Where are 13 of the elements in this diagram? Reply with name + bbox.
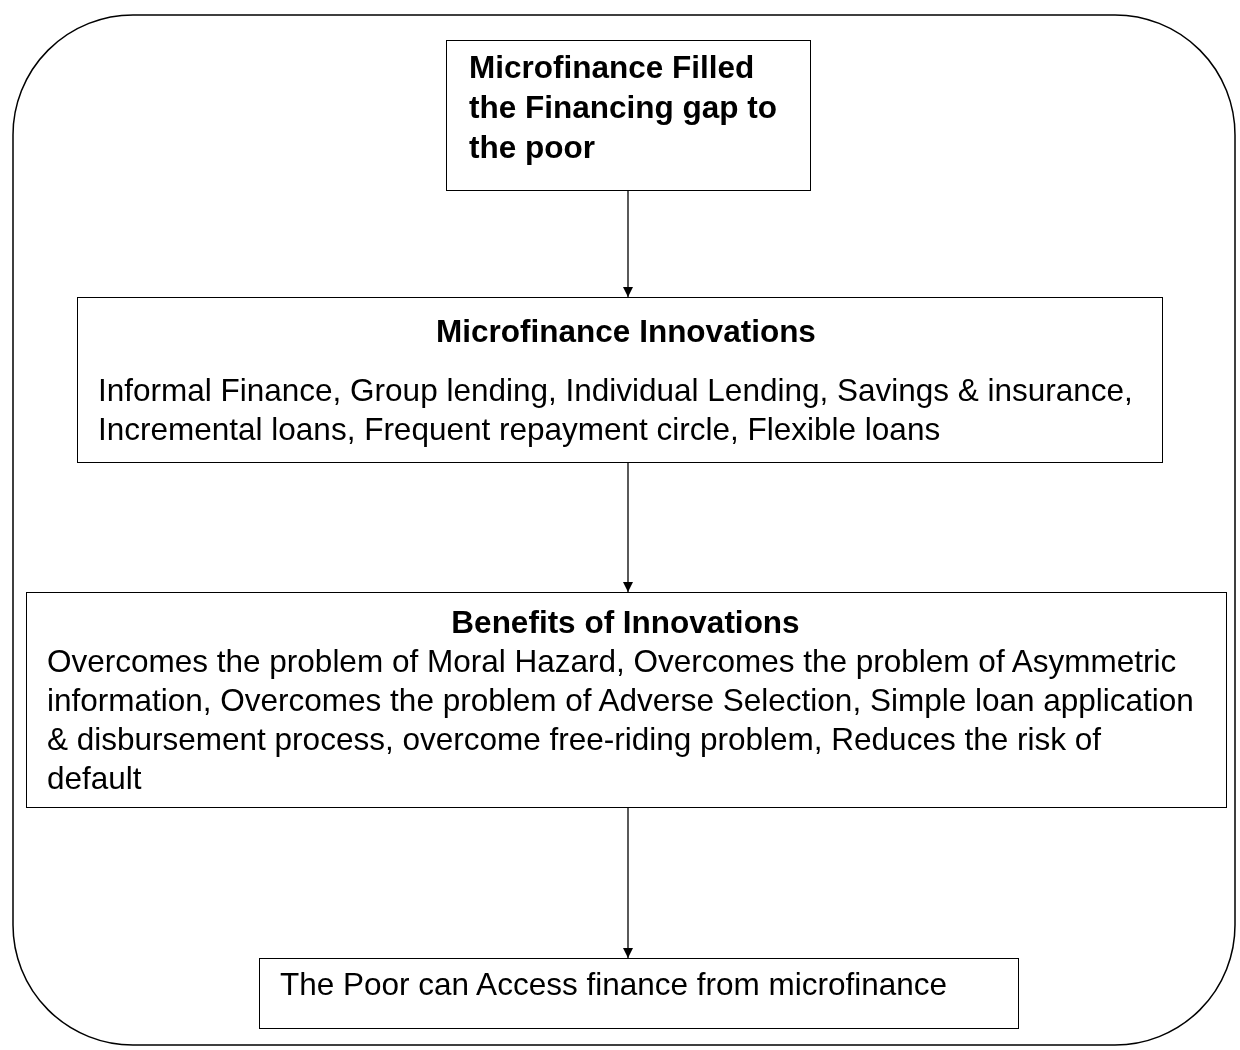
process-box <box>26 592 1227 808</box>
box-heading: Benefits of Innovations <box>450 603 801 642</box>
arrow <box>623 807 633 959</box>
box-text: The Poor can Access finance from microfinance <box>280 965 949 1004</box>
arrow <box>623 190 633 298</box>
arrow <box>623 462 633 593</box>
box-body-text: Overcomes the problem of Moral Hazard, Overcomes the problem of Asymmetric information, Overcomes the problem of Adverse Selection, Simple loan application & disbursement process, overcome free-riding problem, Reduces the risk of default <box>47 642 1195 798</box>
box-heading: Microfinance Innovations <box>435 312 817 351</box>
process-box <box>446 40 811 191</box>
box-body-text: Informal Finance, Group lending, Individual Lending, Savings & insurance, Incremental loans, Frequent repayment circle, Flexible loans <box>98 371 1134 449</box>
box-text: Microfinance Filled the Financing gap to the poor <box>469 48 778 167</box>
process-box <box>259 958 1019 1029</box>
process-box <box>77 297 1163 463</box>
